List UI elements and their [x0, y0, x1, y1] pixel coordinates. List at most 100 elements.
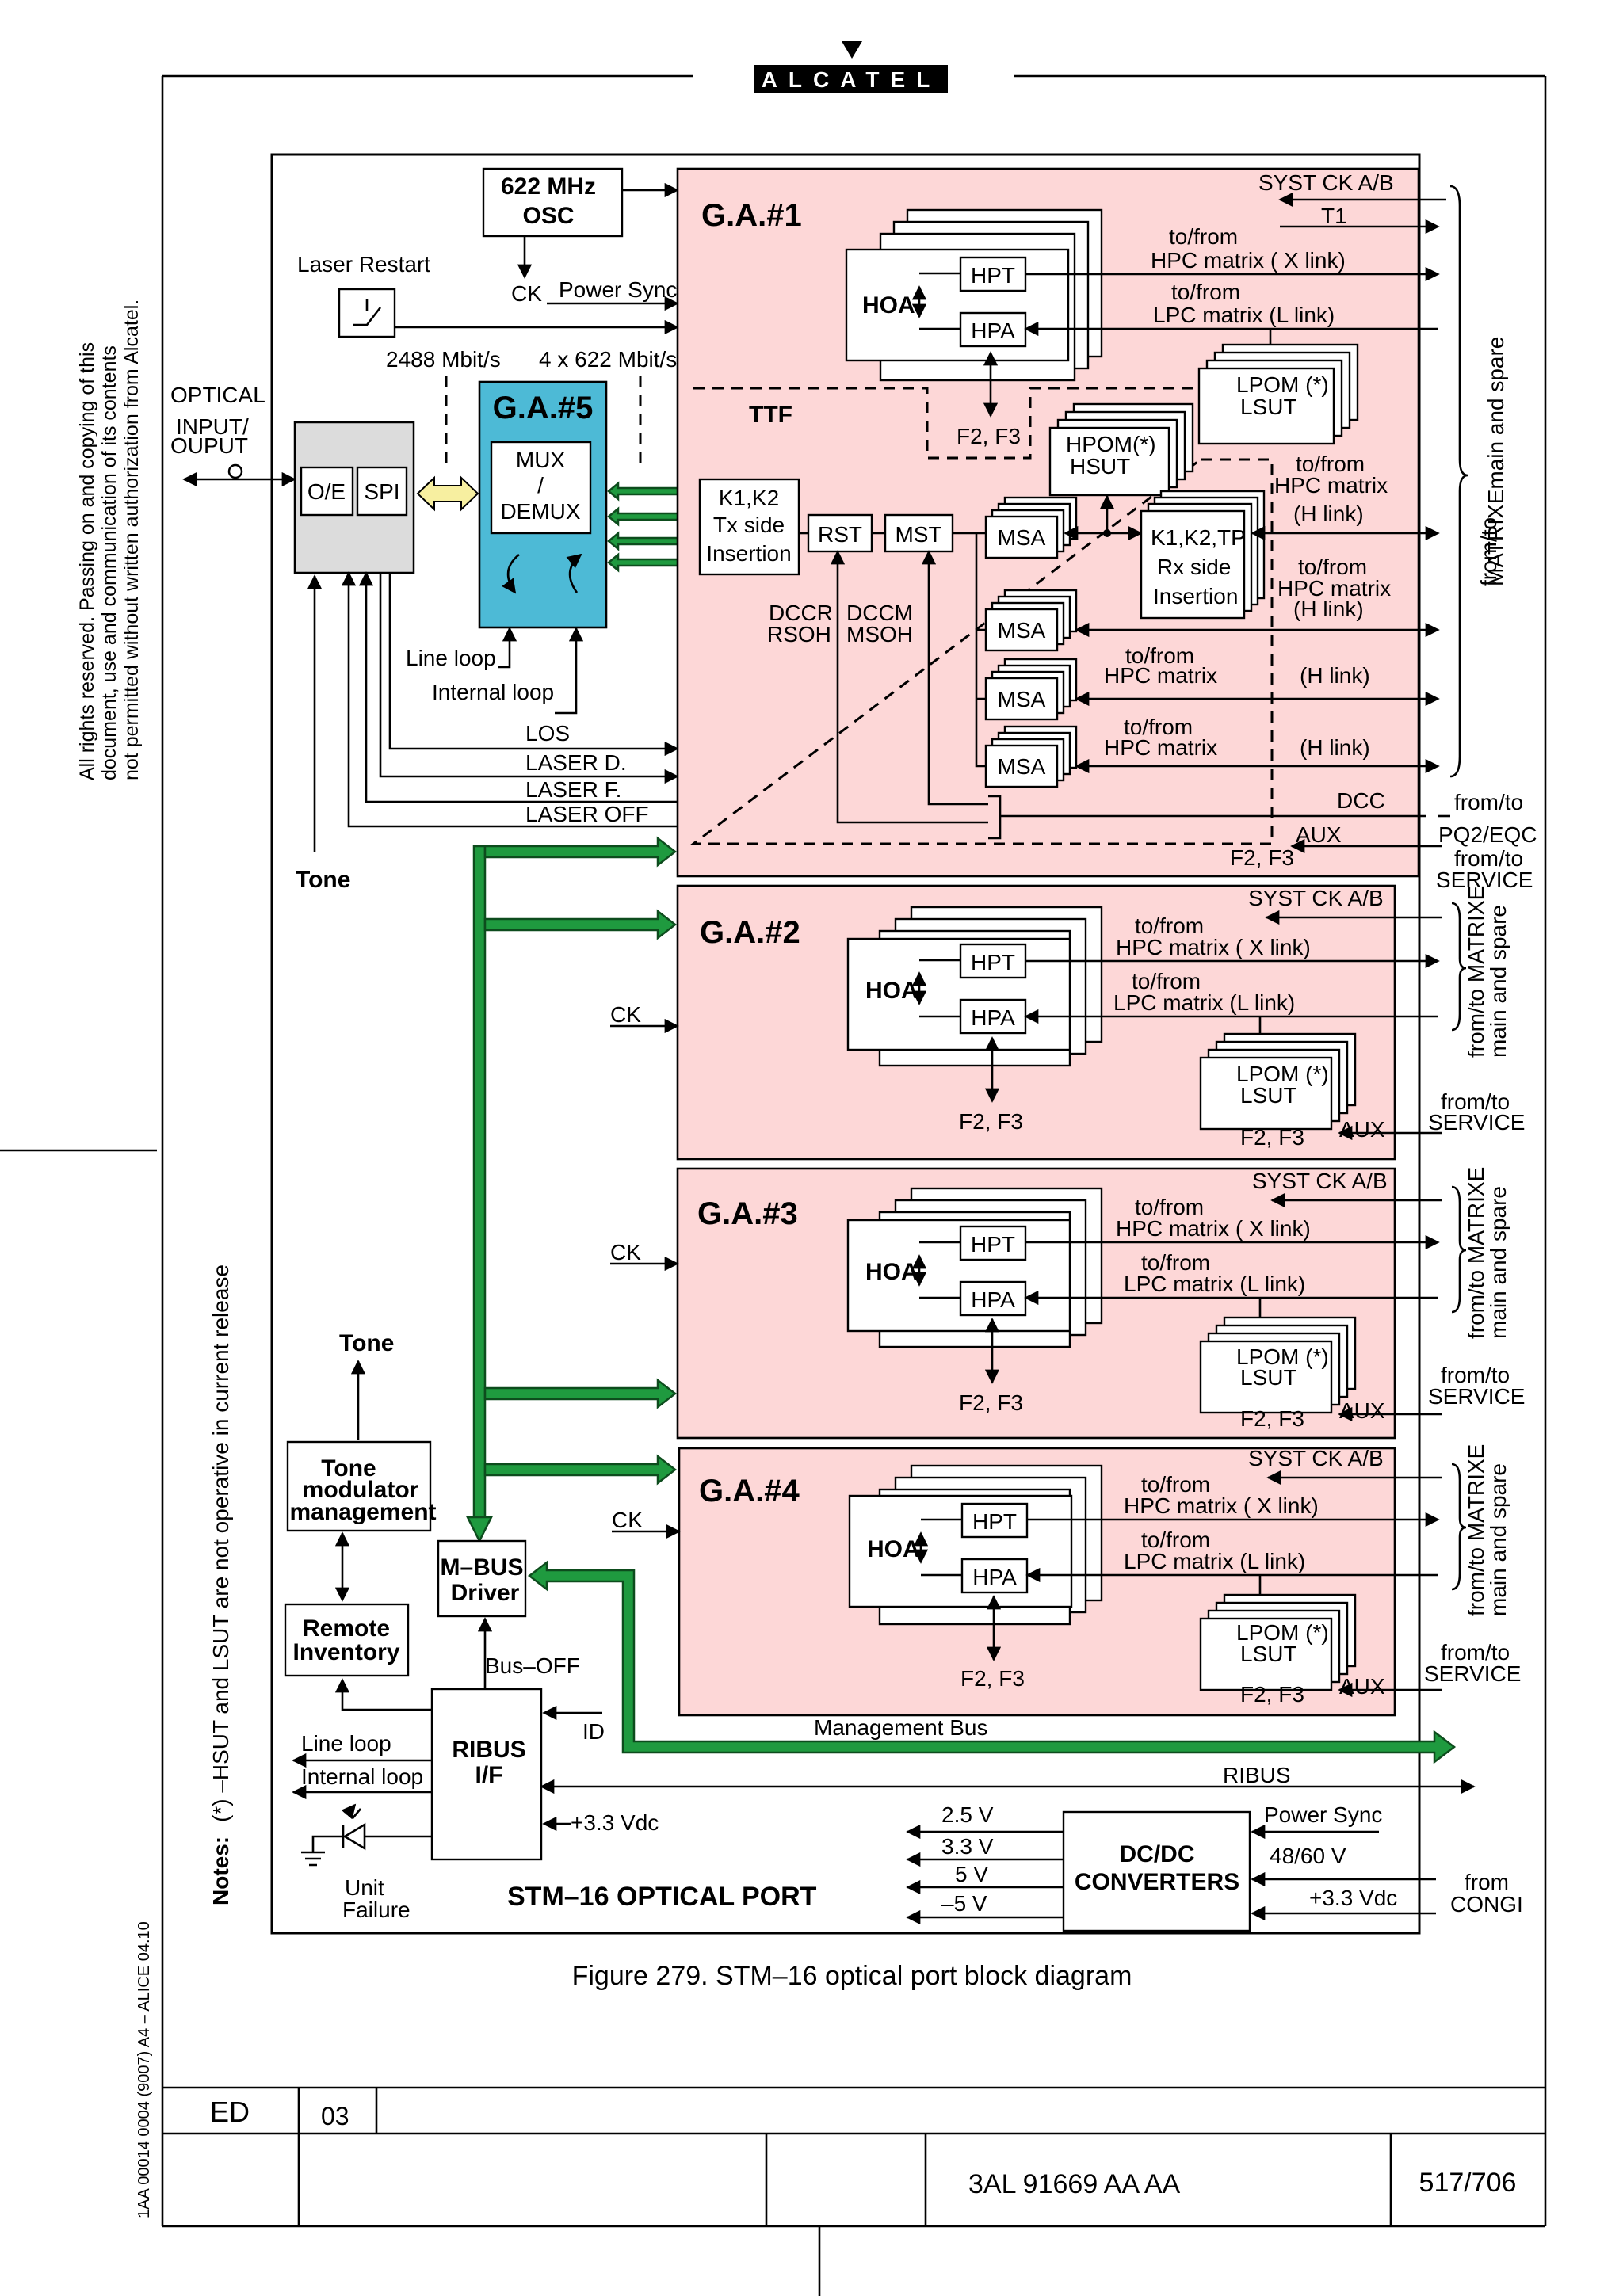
v25: 2.5 V — [941, 1802, 994, 1827]
ribus-1: RIBUS — [452, 1737, 525, 1763]
mbus-2: Driver — [451, 1580, 520, 1606]
v33: 3.3 V — [941, 1834, 994, 1859]
laser-off-label: LASER OFF — [525, 802, 649, 826]
ga1-h3-3: (H link) — [1300, 663, 1370, 688]
ga3-title: G.A.#3 — [697, 1196, 798, 1231]
osc-box — [482, 167, 624, 238]
unit-failure-2: Failure — [342, 1897, 411, 1922]
spi-mux-link-arrow — [416, 475, 479, 512]
ga1-msa-4: MSA — [998, 754, 1046, 779]
notes-label: Notes: — [208, 1836, 233, 1905]
remote-1: Remote — [303, 1615, 390, 1642]
ga1-h1-1: to/from — [1296, 452, 1365, 476]
tone-mod-2: modulator — [303, 1477, 419, 1503]
rights-notice: All rights reserved. Passing on and copy… — [76, 299, 143, 780]
ga1-aux: AUX — [1296, 822, 1342, 847]
ga2-x-1: to/from — [1135, 913, 1204, 938]
ga1-lpom-stack — [1197, 343, 1359, 445]
ga1-hpom-stack — [1048, 402, 1194, 497]
ga3-f2f3: F2, F3 — [959, 1390, 1023, 1415]
ga2-f2f3-right: F2, F3 — [1240, 1125, 1304, 1150]
ga3-lpom-2: LSUT — [1240, 1365, 1297, 1390]
management-bus-label: Management Bus — [814, 1715, 987, 1740]
ga1-k1k2-tx — [698, 478, 800, 576]
ga4-hpt: HPT — [972, 1509, 1017, 1534]
ga1-msa-3: MSA — [998, 687, 1046, 711]
ga1-matrix-1: from/to — [1476, 517, 1501, 586]
ga1-h4-3: (H link) — [1300, 735, 1370, 760]
footer-page-number: 517/706 — [1419, 2168, 1517, 2198]
rate-4x622: 4 x 622 Mbit/s — [539, 347, 677, 372]
ga1-title: G.A.#1 — [701, 198, 802, 233]
tone-mod-1: Tone — [321, 1455, 376, 1482]
ga4-aux: AUX — [1339, 1674, 1385, 1699]
ga1-pq2: PQ2/EQC — [1438, 822, 1537, 847]
ga1-rx-2: Rx side — [1157, 555, 1231, 579]
rights-line-2: document, use and communication of its c… — [98, 345, 120, 780]
ga4-hpa: HPA — [972, 1565, 1017, 1589]
ga3-x-1: to/from — [1135, 1195, 1204, 1219]
ga1-lpc-l-2: LPC matrix (L link) — [1153, 303, 1335, 327]
ga1-syst-ck: SYST CK A/B — [1258, 170, 1394, 195]
ga3-matrix-1: from/to MATRIXE — [1464, 1167, 1488, 1339]
ga2-hoa-stack — [846, 906, 1103, 1067]
ga1-f2f3: F2, F3 — [957, 424, 1021, 448]
ga2-title: G.A.#2 — [700, 915, 800, 950]
ga1-matrix-2: MATRIXEmain and spare — [1484, 337, 1508, 586]
ga3-l-1: to/from — [1141, 1250, 1210, 1275]
ga1-dccm-2: MSOH — [846, 622, 913, 646]
from-label: from — [1465, 1870, 1509, 1894]
remote-inventory-box — [284, 1603, 410, 1677]
ga1-dcc: DCC — [1337, 788, 1385, 813]
ga1-hpc-x-2: HPC matrix ( X link) — [1151, 248, 1346, 273]
ga4-x-1: to/from — [1141, 1472, 1210, 1497]
ga1-ttf: TTF — [749, 402, 792, 428]
ga1-h1-2: HPC matrix — [1274, 473, 1388, 498]
v4860: 48/60 V — [1270, 1844, 1346, 1868]
remote-2: Inventory — [292, 1639, 399, 1665]
ga1-mst-label: MST — [895, 522, 941, 547]
ga3-aux: AUX — [1339, 1398, 1385, 1423]
laser-d-label: LASER D. — [525, 750, 627, 775]
ga2-lpom-2: LSUT — [1240, 1083, 1297, 1108]
ga4-l-1: to/from — [1141, 1527, 1210, 1552]
ga2-syst-ck: SYST CK A/B — [1248, 886, 1384, 910]
ga1-hpc-x-1: to/from — [1169, 224, 1238, 249]
ga1-h2-1: to/from — [1298, 555, 1367, 579]
dcdc-1: DC/DC — [1120, 1841, 1195, 1867]
alcatel-logo: ALCATEL — [754, 41, 948, 93]
tone-mod-3: management — [289, 1499, 436, 1525]
rights-line-3: not permitted without written authorizat… — [120, 299, 143, 780]
optical-line-1: OPTICAL — [170, 383, 265, 407]
line-loop-bottom: Line loop — [301, 1731, 391, 1756]
logo-text: ALCATEL — [762, 67, 941, 92]
ga4-hoa: HOA — [867, 1536, 920, 1562]
ga3-syst-ck: SYST CK A/B — [1252, 1169, 1388, 1193]
ga4-lpom-stack — [1199, 1593, 1357, 1691]
laser-restart-switch[interactable] — [338, 288, 396, 338]
ga3-hoa: HOA — [865, 1259, 918, 1285]
figure-caption: Figure 279. STM–16 optical port block di… — [572, 1961, 1132, 1991]
ga1-h2-3: (H link) — [1293, 597, 1364, 621]
oe-label: O/E — [307, 479, 346, 504]
laser-restart-label: Laser Restart — [297, 252, 430, 277]
ga1-hpt: HPT — [971, 263, 1015, 288]
footer-doc-number: 3AL 91669 AA AA — [968, 2169, 1181, 2199]
id-label: ID — [582, 1719, 605, 1744]
ga2-matrix-1: from/to MATRIXE — [1464, 886, 1488, 1058]
ga2-hpt: HPT — [971, 950, 1015, 974]
bus-off-label: Bus–OFF — [485, 1653, 580, 1678]
ga2-service-1: from/to — [1441, 1089, 1510, 1114]
ga1-dccm-1: DCCM — [846, 601, 913, 625]
power-sync-bottom: Power Sync — [1264, 1802, 1382, 1827]
ga1-dccr-2: RSOH — [767, 622, 831, 646]
los-label: LOS — [525, 721, 570, 746]
notes-text: (*) –HSUT and LSUT are not operative in … — [208, 1264, 233, 1822]
ga2-x-2: HPC matrix ( X link) — [1116, 935, 1311, 959]
ga1-lpom-2: LSUT — [1240, 395, 1297, 419]
v5: 5 V — [955, 1862, 988, 1886]
ga1-msa-stack-3 — [984, 658, 1078, 721]
ga4-syst-ck: SYST CK A/B — [1248, 1446, 1384, 1470]
ga5-title: G.A.#5 — [493, 391, 594, 425]
